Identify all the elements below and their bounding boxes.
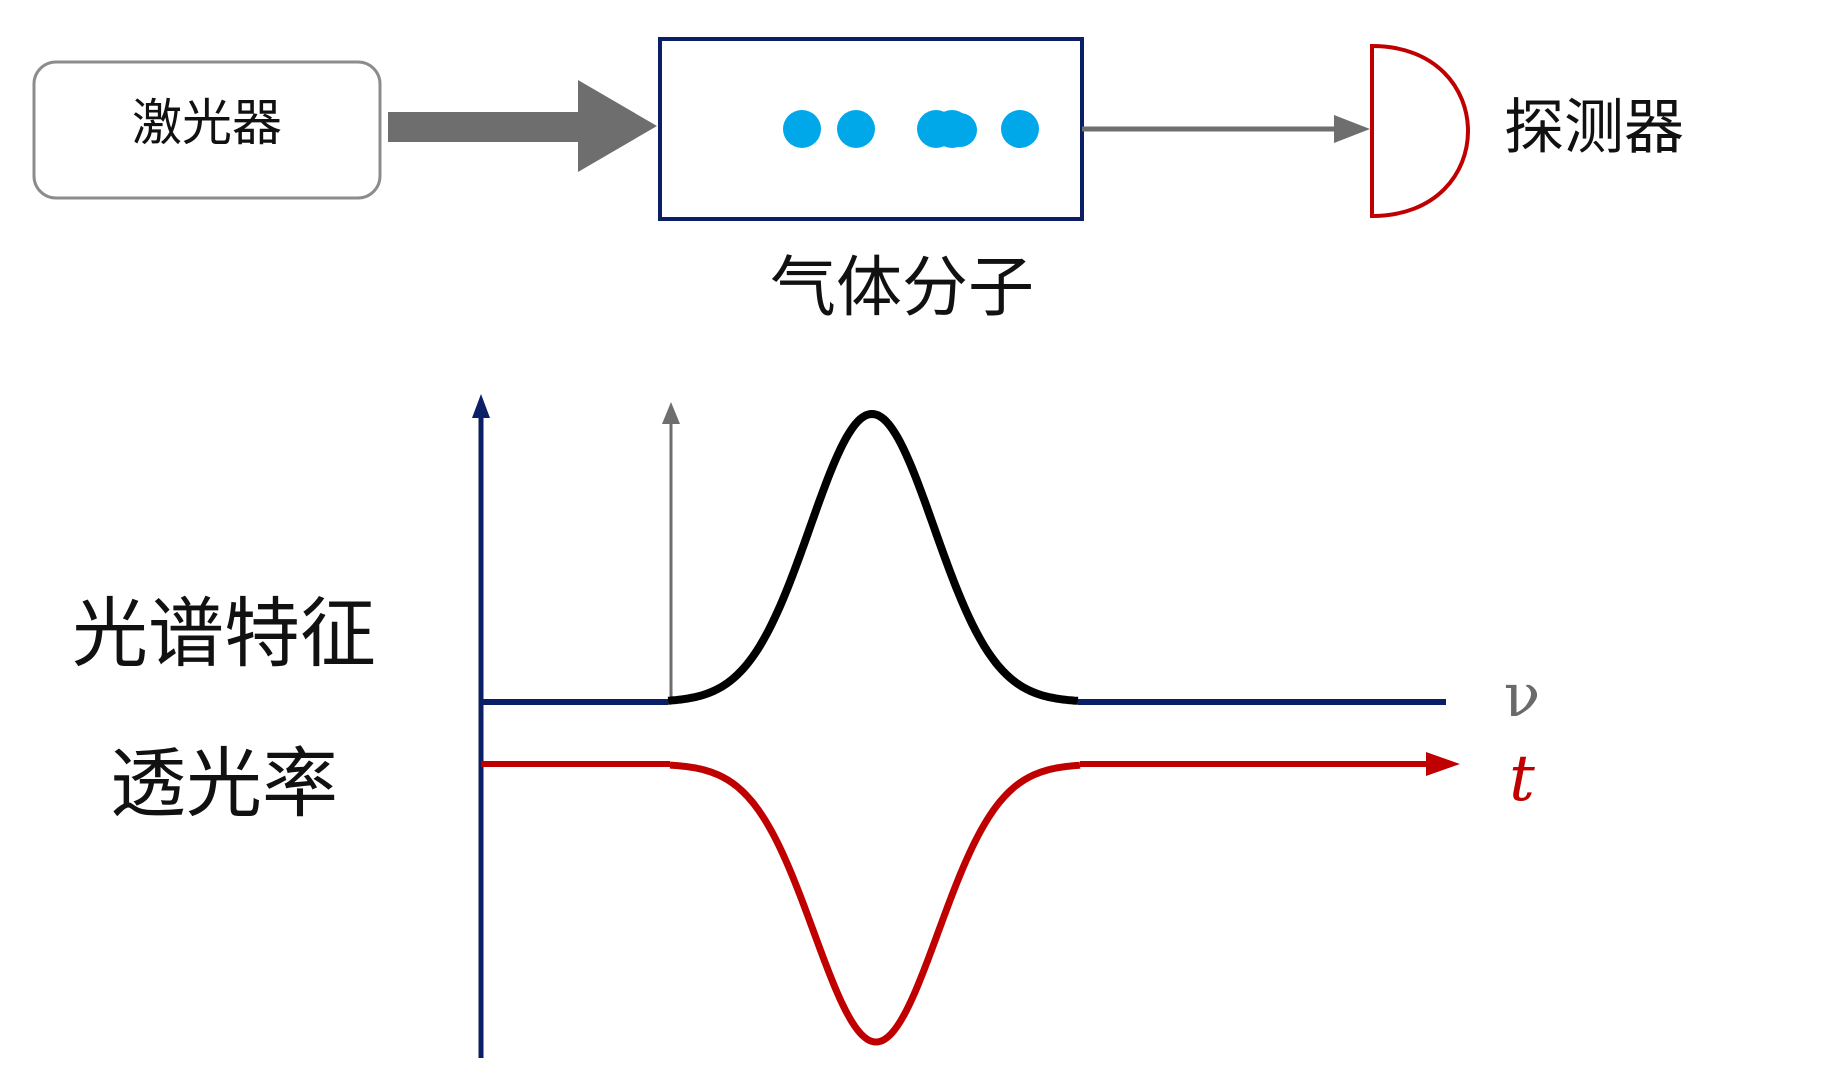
t-axis: [481, 752, 1460, 776]
detector-icon: [1370, 43, 1470, 219]
absorption-peak-curve: [666, 410, 1080, 705]
laser-beam-arrow: [388, 80, 657, 172]
laser-box: 激光器: [32, 60, 382, 200]
y-axis: [472, 394, 490, 1058]
molecule: [943, 113, 977, 147]
molecule: [837, 110, 875, 148]
molecule: [783, 110, 821, 148]
detector-label: 探测器: [1504, 93, 1684, 163]
gas-cell-label: 气体分子: [770, 249, 1034, 326]
nu-axis-label: ν: [1504, 661, 1540, 731]
laser-label: 激光器: [132, 94, 282, 152]
transmitted-beam-arrow: [1082, 115, 1370, 143]
t-axis-label: t: [1509, 742, 1535, 816]
gray-vertical-arrow: [662, 402, 680, 702]
gas-cell: [658, 37, 1084, 221]
transmittance-label: 透光率: [110, 739, 338, 828]
molecule: [1001, 110, 1039, 148]
transmittance-dip-curve: [668, 761, 1082, 1046]
gas-molecules: [783, 110, 1039, 148]
spectral-feature-label: 光谱特征: [72, 589, 376, 678]
